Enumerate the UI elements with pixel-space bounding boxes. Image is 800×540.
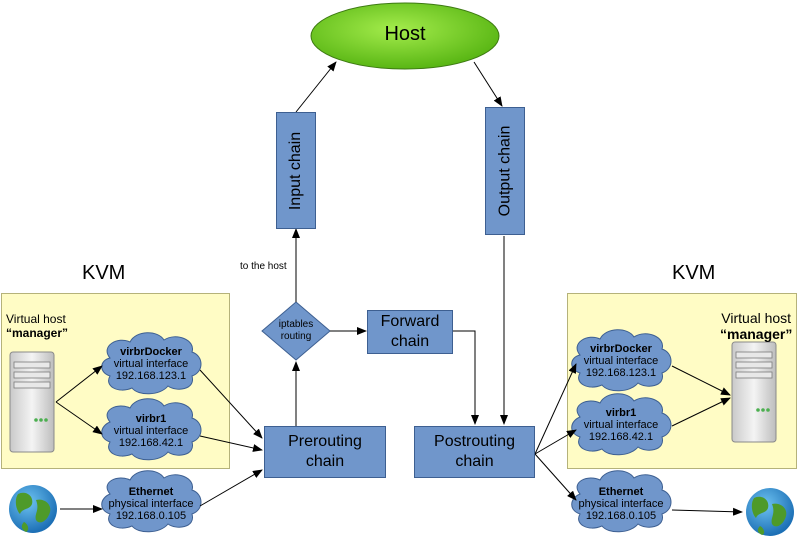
server-icon-left bbox=[9, 351, 55, 453]
right-ethernet-type: physical interface bbox=[578, 498, 664, 510]
cloud-right-virbrdocker bbox=[571, 329, 672, 392]
postrouting-chain-line2: chain bbox=[455, 453, 494, 470]
right-virtual-host-label: Virtual host “manager” bbox=[720, 310, 792, 342]
input-chain-box: Input chain bbox=[276, 112, 316, 229]
prerouting-chain-box: Prerouting chain bbox=[264, 426, 386, 478]
arrow-ethernet-to-prerouting bbox=[199, 469, 263, 507]
routing-label: iptables routing bbox=[262, 319, 330, 343]
arrow-virbrdocker-to-server-right bbox=[671, 365, 731, 396]
left-ethernet-text: Ethernet physical interface 192.168.0.10… bbox=[96, 486, 206, 522]
right-ethernet-ip: 192.168.0.105 bbox=[585, 510, 657, 522]
left-virtual-host-line1: Virtual host bbox=[6, 312, 66, 326]
globe-icon-left bbox=[9, 485, 57, 533]
to-the-host-label: to the host bbox=[240, 261, 287, 272]
right-virtual-host-line2: “manager” bbox=[720, 326, 793, 342]
input-chain-label: Input chain bbox=[287, 131, 304, 210]
prerouting-chain-line1: Prerouting bbox=[288, 433, 362, 450]
right-ethernet-name: Ethernet bbox=[598, 486, 644, 498]
routing-diamond bbox=[261, 301, 331, 361]
arrow-forward-to-postrouting bbox=[453, 330, 479, 425]
arrow-input-to-host bbox=[295, 61, 337, 113]
output-chain-box: Output chain bbox=[485, 107, 525, 235]
left-ethernet-name: Ethernet bbox=[128, 486, 174, 498]
forward-chain-line1: Forward bbox=[380, 313, 440, 330]
right-virtual-host-line1: Virtual host bbox=[721, 310, 792, 326]
right-virbrdocker-name: virbrDocker bbox=[590, 343, 652, 355]
left-virtual-host-line2: “manager” bbox=[6, 326, 69, 340]
forward-chain-box: Forward chain bbox=[367, 310, 453, 354]
left-virbr1-type: virtual interface bbox=[113, 425, 189, 437]
host-ellipse bbox=[310, 2, 500, 70]
arrow-postrouting-to-virbrdocker bbox=[534, 363, 577, 455]
host-label: Host bbox=[384, 23, 426, 45]
left-virbr1-ip: 192.168.42.1 bbox=[118, 437, 184, 449]
prerouting-chain-line2: chain bbox=[305, 453, 345, 470]
cloud-left-ethernet bbox=[101, 470, 202, 533]
cloud-left-virbrdocker bbox=[101, 332, 202, 395]
arrow-server-to-virbr1-left bbox=[55, 401, 103, 435]
left-virbr1-name: virbr1 bbox=[135, 413, 167, 425]
left-virbrdocker-name: virbrDocker bbox=[120, 346, 182, 358]
right-virbrdocker-text: virbrDocker virtual interface 192.168.12… bbox=[566, 343, 676, 379]
output-chain-label: Output chain bbox=[496, 125, 514, 217]
forward-chain-line2: chain bbox=[390, 333, 430, 350]
routing-label-line2: routing bbox=[280, 331, 312, 342]
cloud-right-ethernet bbox=[571, 470, 672, 533]
right-ethernet-text: Ethernet physical interface 192.168.0.10… bbox=[566, 486, 676, 522]
postrouting-chain-line1: Postrouting bbox=[434, 433, 515, 450]
arrow-postrouting-to-virbr1 bbox=[534, 429, 577, 455]
left-ethernet-type: physical interface bbox=[108, 498, 194, 510]
arrow-postrouting-to-ethernet bbox=[534, 453, 577, 501]
left-kvm-title: KVM bbox=[82, 262, 126, 284]
left-virbrdocker-ip: 192.168.123.1 bbox=[115, 370, 187, 382]
arrow-virbr1-to-server-right bbox=[671, 397, 731, 427]
left-virtual-host-label: Virtual host “manager” bbox=[6, 312, 68, 340]
cloud-left-virbr1 bbox=[101, 398, 202, 461]
arrow-host-to-output bbox=[473, 61, 503, 107]
routing-label-line1: iptables bbox=[278, 319, 314, 330]
left-virbrdocker-text: virbrDocker virtual interface 192.168.12… bbox=[96, 346, 206, 382]
right-virbrdocker-type: virtual interface bbox=[583, 355, 659, 367]
arrow-virbrdocker-to-prerouting bbox=[199, 369, 263, 439]
postrouting-chain-box: Postrouting chain bbox=[414, 426, 535, 478]
cloud-right-virbr1 bbox=[571, 393, 672, 456]
left-ethernet-ip: 192.168.0.105 bbox=[115, 510, 187, 522]
arrow-virbr1-to-prerouting bbox=[199, 435, 263, 452]
right-virbr1-ip: 192.168.42.1 bbox=[588, 431, 654, 443]
right-virbr1-text: virbr1 virtual interface 192.168.42.1 bbox=[566, 407, 676, 443]
arrow-server-to-virbrdocker-left bbox=[55, 365, 103, 403]
globe-icon-right bbox=[746, 488, 794, 536]
arrow-ethernet-to-globe-right bbox=[671, 507, 743, 516]
server-icon-right bbox=[731, 341, 777, 443]
right-virbrdocker-ip: 192.168.123.1 bbox=[585, 367, 657, 379]
right-kvm-title: KVM bbox=[672, 262, 716, 284]
left-virbr1-text: virbr1 virtual interface 192.168.42.1 bbox=[96, 413, 206, 449]
right-virbr1-name: virbr1 bbox=[605, 407, 637, 419]
right-virbr1-type: virtual interface bbox=[583, 419, 659, 431]
left-virbrdocker-type: virtual interface bbox=[113, 358, 189, 370]
